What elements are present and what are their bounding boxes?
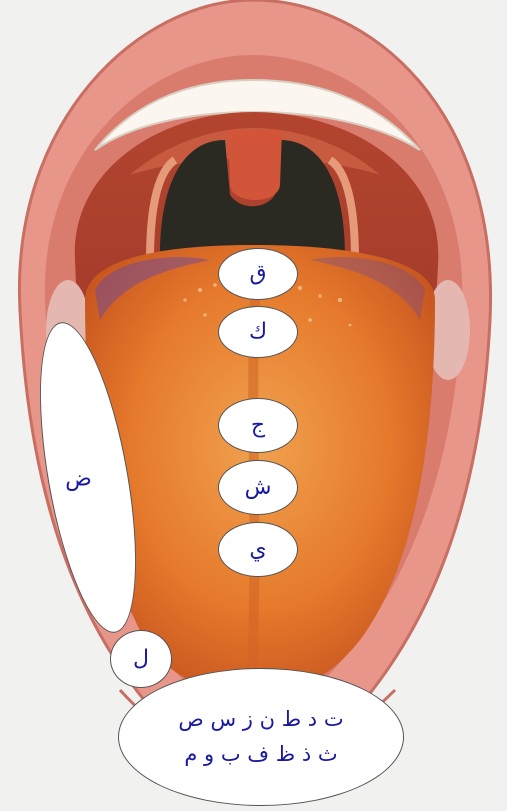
label-lam: ل — [110, 630, 172, 688]
label-shin-text: ش — [245, 477, 272, 499]
label-qaf: ق — [218, 248, 298, 300]
label-qaf-text: ق — [249, 263, 266, 285]
label-ya: ي — [218, 522, 298, 577]
uvula — [228, 130, 282, 200]
label-jim: ج — [218, 398, 298, 453]
label-tongue-tip: ت د ط ن ز س ص ث ذ ظ ف ب و م — [118, 668, 404, 806]
label-lam-text: ل — [133, 648, 149, 670]
label-ya-text: ي — [249, 539, 266, 561]
label-shin: ش — [218, 460, 298, 515]
label-tip-line1: ت د ط ن ز س ص — [178, 709, 343, 730]
label-kaf-text: ك — [249, 321, 267, 343]
label-jim-text: ج — [251, 415, 265, 437]
label-tip-line2: ث ذ ظ ف ب و م — [184, 744, 337, 765]
label-kaf: ك — [218, 306, 298, 358]
label-dad-text: ض — [65, 468, 92, 490]
